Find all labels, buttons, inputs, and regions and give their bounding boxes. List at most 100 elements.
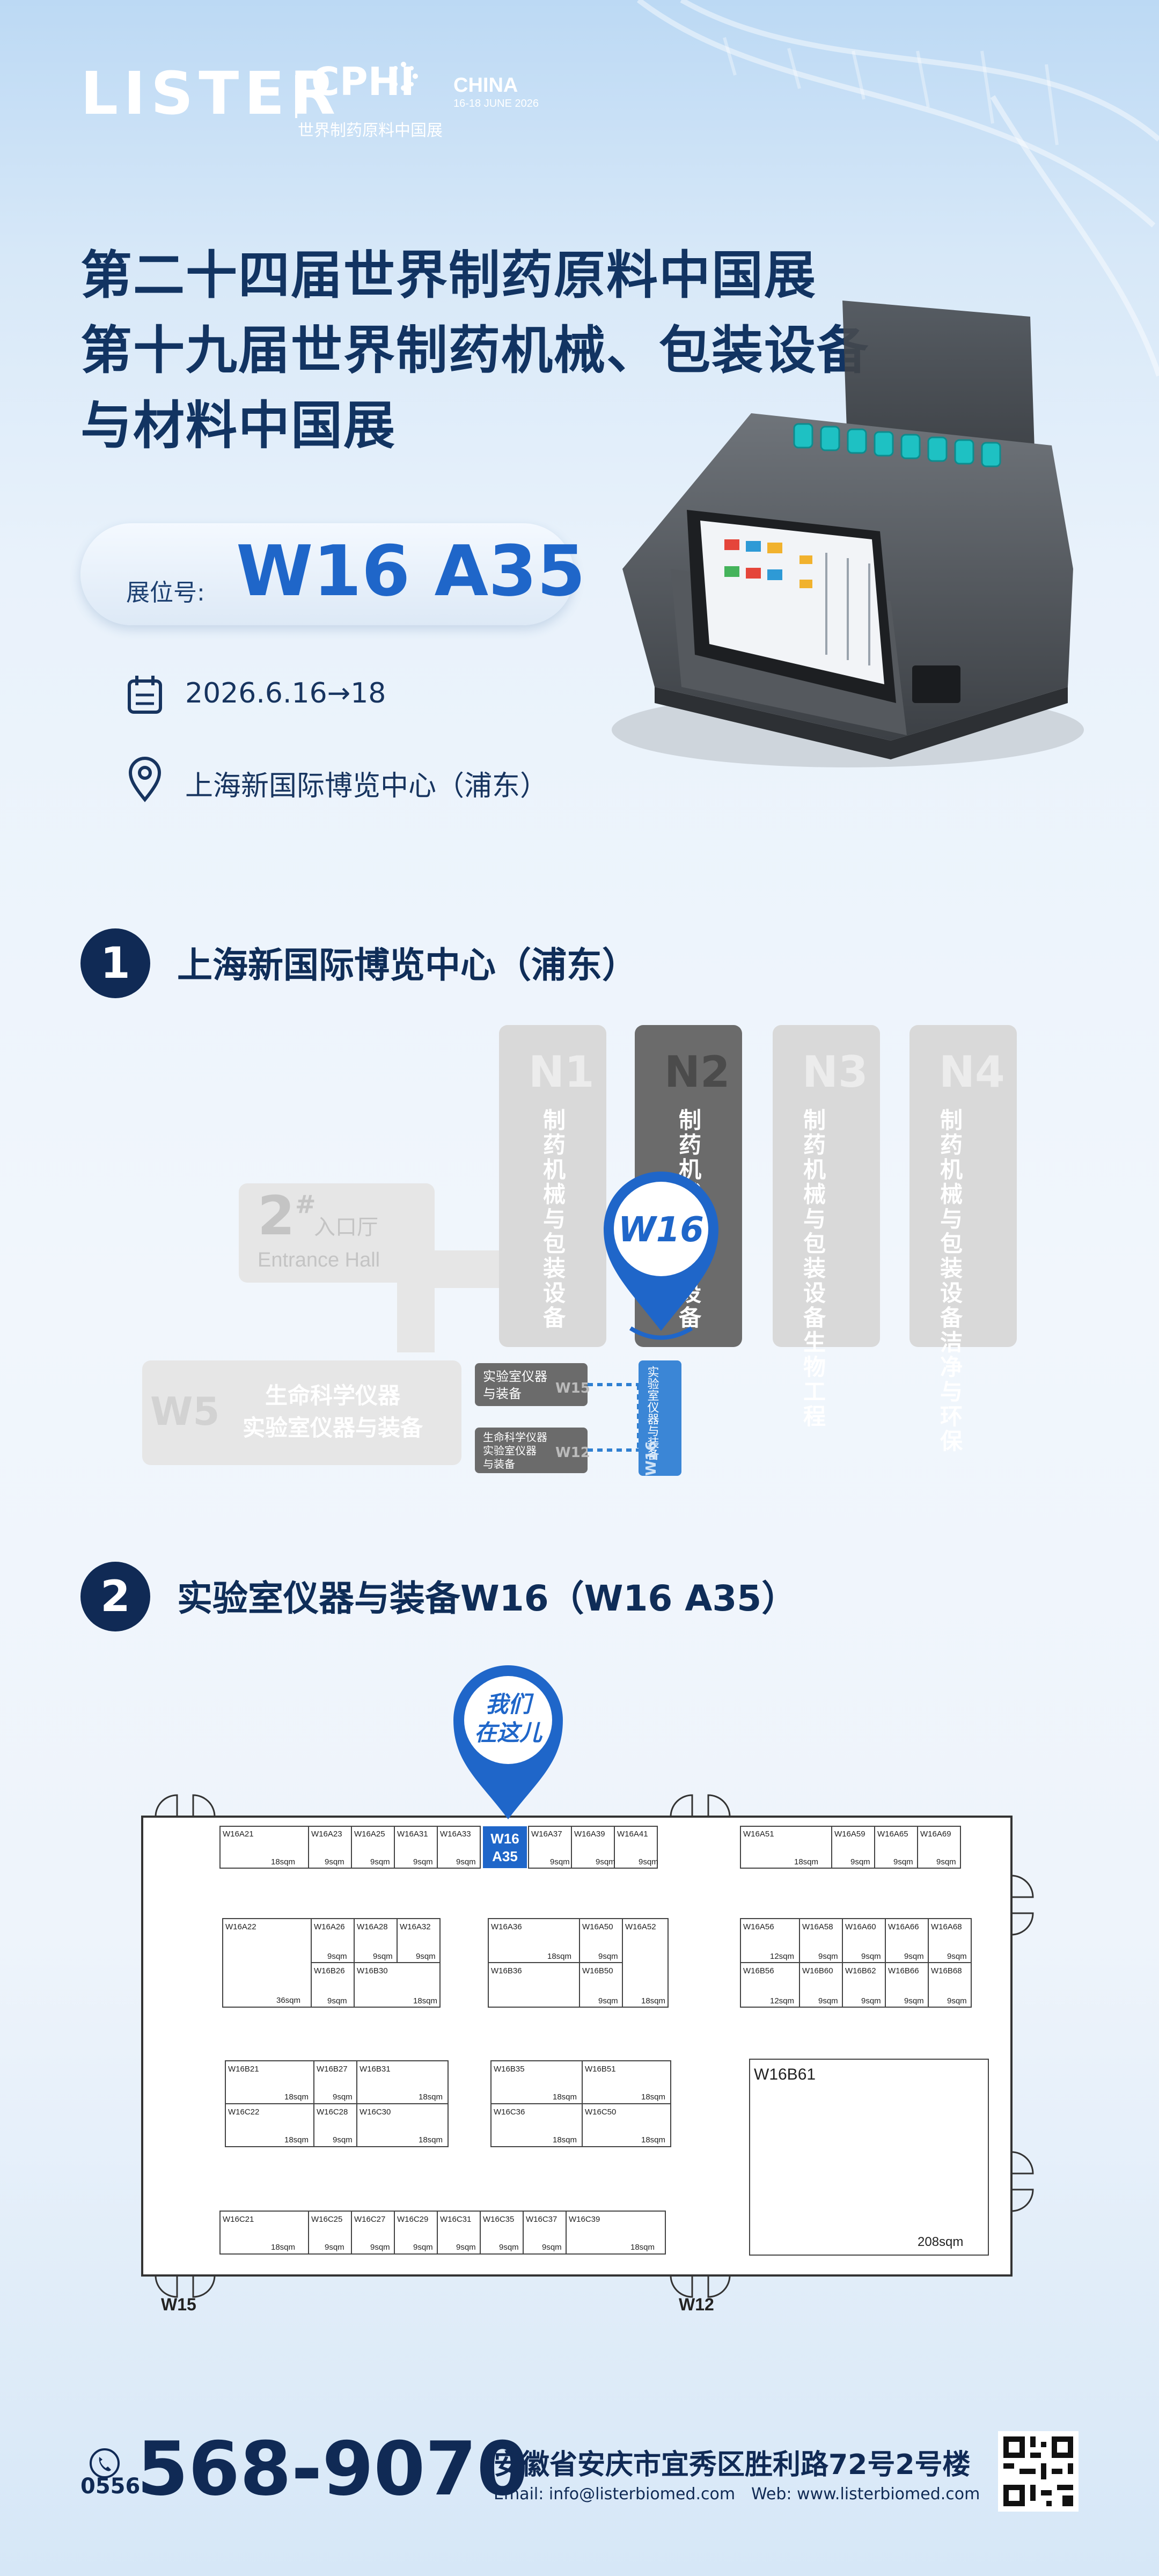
hall-w16-text: 实验室仪器与装备	[645, 1366, 659, 1460]
booth-id: W16B50	[582, 1966, 613, 1975]
booth-size: 9sqm	[373, 1952, 393, 1961]
booth-id: W16A65	[877, 1829, 908, 1839]
phone-number[interactable]: 568-9070	[137, 2426, 529, 2512]
booth-label: 展位号:	[126, 579, 205, 606]
booth-size: 12sqm	[770, 1952, 794, 1961]
booth-id: W16C35	[483, 2215, 514, 2224]
website[interactable]: Web: www.listerbiomed.com	[751, 2485, 980, 2504]
booth-id: W16C27	[354, 2215, 385, 2224]
row1-right-booths	[740, 1826, 961, 1869]
booth-id: W16C37	[526, 2215, 557, 2224]
entrance-hall	[239, 1183, 435, 1283]
booth-id: W16A51	[743, 1829, 774, 1839]
hall-n3-text: 制药机械与包装设备生物工程	[800, 1108, 826, 1429]
section-2-title: 实验室仪器与装备W16（W16 A35）	[177, 1578, 797, 1619]
booth-id: W16C28	[317, 2107, 348, 2117]
booth-w16-a35[interactable]	[483, 1826, 527, 1868]
booth-id: W16B35	[494, 2065, 525, 2074]
booth-pill	[80, 523, 574, 625]
booth-size: 9sqm	[818, 1952, 838, 1961]
booth-size: 9sqm	[456, 1857, 476, 1867]
booth-id: W16A31	[397, 1829, 428, 1839]
hall-w15	[475, 1363, 588, 1406]
section-2-badge: 2	[80, 1562, 150, 1631]
booth-id: W16A26	[314, 1922, 345, 1931]
entrance-cn: 入口厅	[314, 1215, 378, 1240]
product-instrument-image	[612, 301, 1084, 767]
booth-size: 18sqm	[284, 2092, 309, 2102]
section-1-badge: 1	[80, 928, 150, 998]
block-a36	[488, 1918, 669, 2008]
entrance-en: Entrance Hall	[258, 1249, 380, 1271]
booth-a35-line1: W16	[490, 1831, 519, 1847]
booth-id: W16A69	[920, 1829, 951, 1839]
booth-size: 9sqm	[327, 1996, 347, 2006]
section-1-title: 上海新国际博览中心（浦东）	[177, 945, 637, 986]
cphi-logo: CPHI	[311, 59, 415, 104]
hall-w15-line1: 实验室仪器	[483, 1369, 547, 1384]
row1-booths	[219, 1826, 658, 1869]
hall-n3-id: N3	[802, 1047, 868, 1097]
hall-n3	[773, 1025, 880, 1347]
booth-size: 9sqm	[598, 1996, 618, 2006]
hall-w16	[639, 1360, 681, 1476]
cphi-date: 16-18 JUNE 2026	[453, 98, 539, 109]
booth-id: W16A50	[582, 1922, 613, 1931]
booth-id: W16A36	[491, 1922, 522, 1931]
booth-id: W16B56	[743, 1966, 774, 1975]
address: 安徽省安庆市宜秀区胜利路72号2号楼	[494, 2449, 971, 2481]
booth-id: W16B36	[491, 1966, 522, 1975]
booth-size: 18sqm	[794, 1857, 818, 1867]
booth-size: 18sqm	[419, 2092, 443, 2102]
entrance-number: 2	[258, 1184, 295, 1247]
booth-id: W16B68	[931, 1966, 962, 1975]
booth-a35-line2: A35	[492, 1848, 518, 1864]
booth-size: 18sqm	[641, 2135, 665, 2145]
booth-id: W16C31	[440, 2215, 471, 2224]
booth-id: W16B27	[317, 2065, 348, 2074]
w16-pin-label: W16	[618, 1210, 704, 1250]
entrance-sup: #	[295, 1190, 316, 1219]
booth-size: 9sqm	[370, 1857, 390, 1867]
booth-id: W16B51	[585, 2065, 616, 2074]
booth-id: W16A39	[574, 1829, 605, 1839]
booth-id: W16B26	[314, 1966, 345, 1975]
booth-size: 9sqm	[861, 1952, 881, 1961]
booth-id: W16A21	[223, 1829, 254, 1839]
cphi-china: CHINA	[453, 74, 518, 97]
email[interactable]: Email: info@listerbiomed.com	[494, 2485, 736, 2504]
booth-id: W16C36	[494, 2107, 525, 2117]
booth-size: 9sqm	[550, 1857, 570, 1867]
title-line-1: 第二十四届世界制药原料中国展	[80, 245, 817, 305]
booth-id: W16B62	[845, 1966, 876, 1975]
booth-id: W16B66	[888, 1966, 919, 1975]
booth-size: 9sqm	[598, 1952, 618, 1961]
hall-w5	[142, 1360, 461, 1465]
phone-area-code: 0556	[80, 2474, 141, 2499]
block-b21	[225, 2060, 449, 2147]
booth-size: 9sqm	[325, 2243, 344, 2252]
booth-size: 9sqm	[850, 1857, 870, 1867]
door-w12-label: W12	[679, 2295, 714, 2314]
booth-id: W16C29	[397, 2215, 428, 2224]
booth-size: 18sqm	[641, 2092, 665, 2102]
hall-w12-line1: 生命科学仪器	[483, 1431, 547, 1444]
w16-map-pin	[604, 1172, 718, 1340]
hall-n2-id: N2	[664, 1047, 730, 1097]
logo-divider	[295, 75, 297, 118]
block-a22	[222, 1918, 441, 2008]
title-line-3: 与材料中国展	[80, 396, 396, 456]
hall-n4	[909, 1025, 1017, 1347]
booth-size: 9sqm	[333, 2135, 353, 2145]
booth-size: 9sqm	[456, 2243, 476, 2252]
venue-map: N1 N2 N3 N4 制药机械与包装设备 制药机械与包装设备 制药机械与包装设…	[142, 1025, 1017, 1476]
booth-id: W16A32	[400, 1922, 431, 1931]
lister-logo: LISTER	[80, 59, 341, 128]
event-date: 2026.6.16→18	[185, 677, 386, 709]
hall-w16-id: W16	[643, 1441, 659, 1476]
booth-id: W16B21	[228, 2065, 259, 2074]
booth-size: 12sqm	[770, 1996, 794, 2006]
booth-id: W16C21	[223, 2215, 254, 2224]
booth-size: 9sqm	[947, 1952, 967, 1961]
